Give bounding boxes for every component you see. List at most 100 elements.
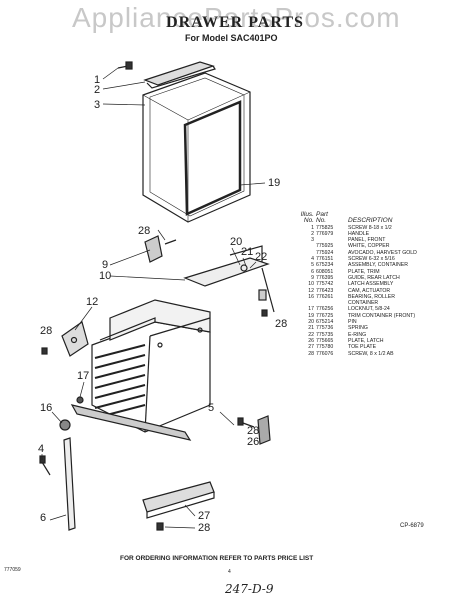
- legend-cell-part: 776423: [316, 287, 334, 294]
- watermark: AppliancePartsPros.com: [72, 2, 401, 33]
- legend-cell-part: 776395: [316, 274, 334, 281]
- legend-cell-no: 1: [311, 224, 314, 231]
- callout-28-latch: 28: [247, 425, 260, 437]
- legend-cell-desc: WHITE, COPPER: [348, 243, 390, 250]
- trim-plate-drawing: [63, 437, 76, 531]
- legend-cell-desc: TOE PLATE: [348, 344, 377, 351]
- legend-cell-part: 776256: [316, 306, 334, 313]
- front-panel-drawing: [142, 72, 251, 223]
- callout-28-right: 28: [275, 318, 288, 330]
- legend-cell-no: 22: [308, 331, 314, 338]
- legend-cell-part: 775925: [316, 243, 334, 250]
- legend-cell-desc: LATCH ASSEMBLY: [348, 281, 394, 288]
- callout-16: 16: [40, 402, 53, 414]
- callout-28-left: 28: [40, 325, 53, 337]
- callout-28-bottom: 28: [198, 522, 211, 534]
- legend-cell-no: 6: [311, 268, 314, 275]
- legend-cell-desc: PANEL, FRONT: [348, 237, 386, 244]
- legend-cell-part: 776725: [316, 312, 334, 319]
- legend-row: 775925 WHITE, COPPER: [300, 243, 468, 249]
- legend-cell-desc: ASSEMBLY, CONTAINER: [348, 262, 408, 269]
- legend-cell-no: 9: [311, 274, 314, 281]
- page-number: 4: [228, 569, 231, 575]
- callout-10: 10: [99, 270, 112, 282]
- legend-cell-part: 775742: [316, 281, 334, 288]
- legend-cell-part: 775825: [316, 224, 334, 231]
- toe-plate-drawing: [142, 481, 215, 513]
- callout-5: 5: [208, 402, 215, 414]
- trim-container-drawing: [183, 100, 242, 216]
- drawing-code: CP-6879: [400, 523, 424, 529]
- legend-cell-no: 19: [308, 312, 314, 319]
- legend-cell-desc: GUIDE, REAR LATCH: [348, 274, 400, 281]
- legend-header-description: DESCRIPTION: [348, 217, 393, 225]
- callout-9: 9: [102, 259, 109, 271]
- legend-header-part: Part: [316, 211, 328, 218]
- legend-cell-no: 12: [308, 287, 314, 294]
- cam-actuator-drawing: [61, 321, 89, 357]
- legend-cell-desc: SPRING: [348, 325, 368, 332]
- legend-cell-desc: PLATE, LATCH: [348, 337, 384, 344]
- legend-cell-desc: TRIM CONTAINER (FRONT): [348, 312, 416, 319]
- callout-2: 2: [94, 84, 101, 96]
- legend-cell-no: 3: [311, 237, 314, 244]
- legend-row: 3 PANEL, FRONT: [300, 237, 468, 243]
- legend-cell-desc: SCREW 8-18 x 1/2: [348, 224, 392, 231]
- legend-cell-desc: SCREW, 8 x 1/2 AB: [348, 350, 394, 357]
- legend-cell-desc: BEARING, ROLLER: [348, 293, 395, 300]
- rear-latch-guide-drawing: [144, 235, 163, 263]
- callout-6: 6: [40, 512, 47, 524]
- legend-cell-no: 10: [308, 281, 314, 288]
- callout-20: 20: [230, 236, 243, 248]
- legend-row: CONTAINER: [300, 300, 468, 306]
- legend-cell-desc: LOCKNUT, 5/8-24: [348, 306, 390, 313]
- page-subtitle: For Model SAC401PO: [185, 33, 278, 43]
- legend-cell-no: 16: [308, 293, 314, 300]
- legend-cell-desc: PLATE, TRIM: [348, 268, 380, 275]
- legend-cell-desc: PIN: [348, 319, 357, 326]
- legend-cell-part: 775736: [316, 325, 334, 332]
- legend-cell-part: 775924: [316, 249, 334, 256]
- page-title: DRAWER PARTS: [166, 14, 304, 31]
- callout-4: 4: [38, 443, 45, 455]
- legend-cell-part: 775780: [316, 344, 334, 351]
- legend-header-illus: Illus.: [300, 211, 314, 218]
- legend-header-no2: No.: [316, 217, 327, 225]
- legend-cell-no: 20: [308, 319, 314, 326]
- legend-cell-part: 776076: [316, 350, 334, 357]
- callout-26: 26: [247, 436, 260, 448]
- callout-17: 17: [77, 370, 90, 382]
- page-reference: 777059: [4, 567, 21, 573]
- legend-cell-no: 5: [311, 262, 314, 269]
- handwritten-note: 247-D-9: [225, 582, 274, 596]
- container-assembly-drawing: [91, 299, 211, 433]
- callout-3: 3: [94, 99, 101, 111]
- latch-assembly-drawing: [183, 257, 270, 287]
- callout-22: 22: [255, 251, 268, 263]
- legend-cell-desc: CONTAINER: [348, 300, 379, 307]
- legend-cell-no: 27: [308, 344, 314, 351]
- legend-cell-no: 2: [311, 230, 314, 237]
- legend-cell-no: 17: [308, 306, 314, 313]
- legend-cell-part: 775735: [316, 331, 334, 338]
- legend-cell-desc: CAM, ACTUATOR: [348, 287, 391, 294]
